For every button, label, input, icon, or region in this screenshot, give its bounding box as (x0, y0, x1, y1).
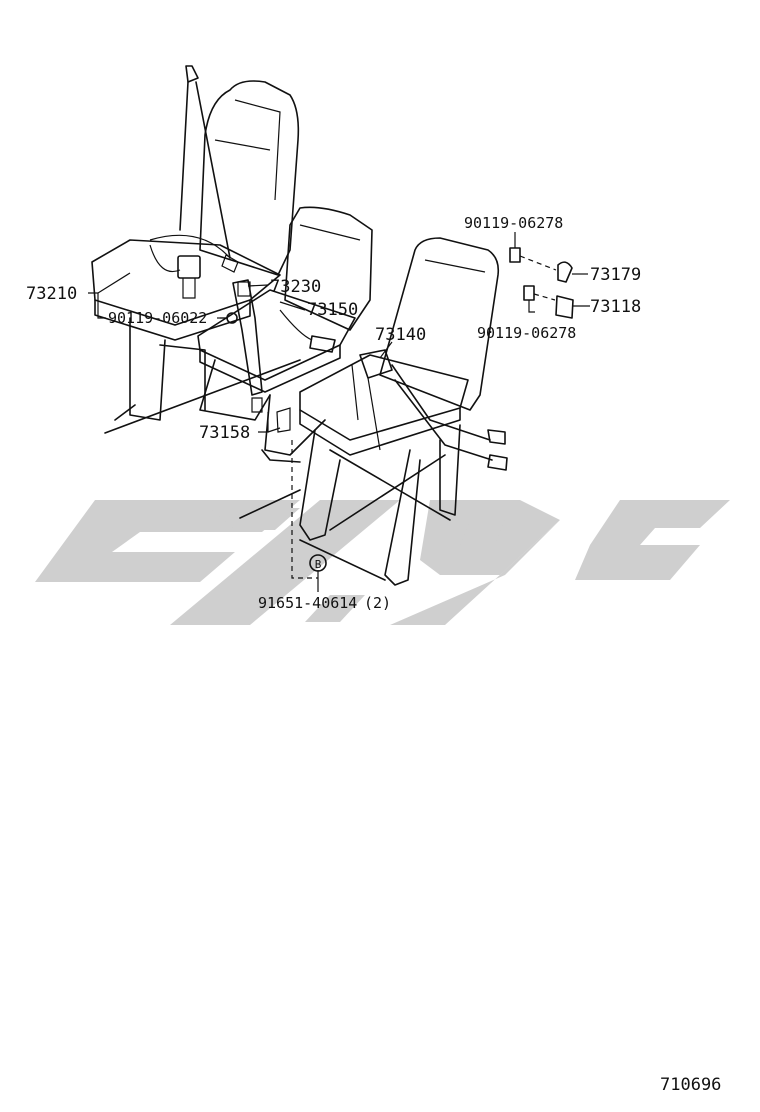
label-91651-40614: 91651-40614 (258, 594, 357, 612)
left-shoulder-belt (179, 65, 239, 273)
label-73140: 73140 (375, 325, 426, 345)
label-73158: 73158 (199, 423, 250, 443)
mounting-guide-lines (239, 440, 319, 592)
part-labels: 73210 90119-06022 73230 73150 73140 7315… (26, 214, 641, 612)
label-qty-91651: (2) (364, 594, 391, 612)
label-90119-06278-bottom: 90119-06278 (477, 324, 576, 342)
label-90119-06022: 90119-06022 (108, 309, 207, 327)
label-73210: 73210 (26, 284, 77, 304)
callout-b: B (309, 554, 327, 572)
figure-number: 710696 (660, 1075, 721, 1095)
label-90119-06278-top: 90119-06278 (464, 214, 563, 232)
left-seat (91, 80, 301, 434)
right-seat (299, 237, 508, 586)
label-73150: 73150 (307, 300, 358, 320)
label-73179: 73179 (590, 265, 641, 285)
hardware-top-right (509, 232, 590, 319)
label-73230: 73230 (270, 277, 321, 297)
label-73118: 73118 (590, 297, 641, 317)
watermark-logo (35, 500, 730, 625)
leader-lines (88, 272, 393, 433)
callout-b-text: B (315, 558, 322, 571)
